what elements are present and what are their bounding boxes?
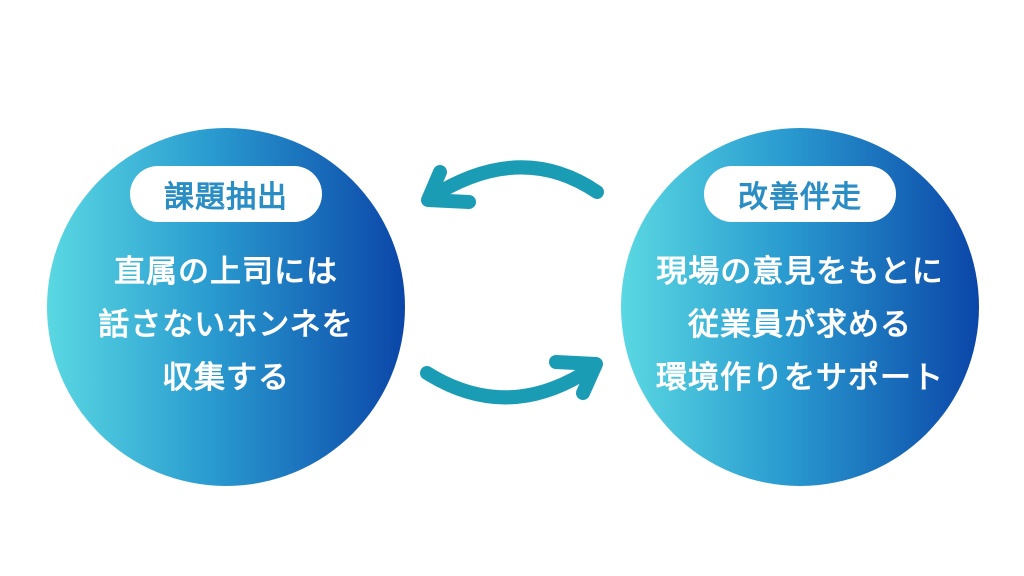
step-title: 改善伴走 (738, 180, 862, 215)
description-line: 直属の上司には (114, 254, 338, 290)
arrow-right-icon (420, 359, 602, 405)
arrow-right-head (549, 355, 603, 400)
description-line: 話さないホンネを (98, 307, 354, 343)
description-line: 環境作りをサポート (656, 360, 944, 396)
step-description: 直属の上司には 話さないホンネを 収集する (47, 246, 405, 405)
description-line: 従業員が求める (688, 307, 912, 343)
step-title-pill: 課題抽出 (130, 166, 322, 222)
description-line: 収集する (162, 360, 290, 396)
step-title: 課題抽出 (164, 180, 288, 215)
left-circle-step: 課題抽出 直属の上司には 話さないホンネを 収集する (47, 128, 405, 486)
description-line: 現場の意見をもとに (656, 254, 944, 290)
step-title-pill: 改善伴走 (704, 166, 896, 222)
arrow-left-head (421, 165, 476, 209)
arrow-left-icon (423, 160, 604, 205)
step-description: 現場の意見をもとに 従業員が求める 環境作りをサポート (621, 246, 979, 405)
right-circle-step: 改善伴走 現場の意見をもとに 従業員が求める 環境作りをサポート (621, 128, 979, 486)
